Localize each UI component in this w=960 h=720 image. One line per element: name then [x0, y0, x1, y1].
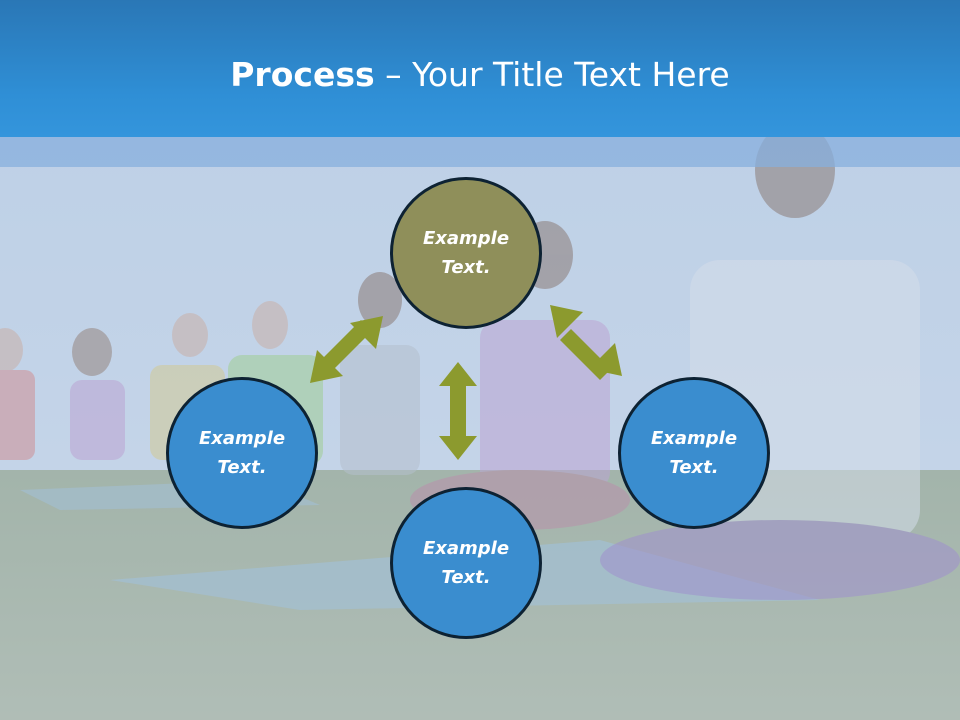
title-bold: Process — [230, 55, 375, 94]
arrow-top-right — [550, 305, 622, 380]
node-top-line2: Text. — [441, 257, 491, 278]
arrow-top-left-head-a — [350, 316, 383, 349]
arrow-vertical — [439, 362, 477, 460]
title-rest: Your Title Text Here — [412, 55, 730, 94]
node-top-text: Example Text. — [423, 224, 509, 282]
header-bar — [0, 0, 960, 137]
node-bottom-line2: Text. — [441, 567, 491, 588]
arrow-top-right-head-a — [550, 305, 583, 338]
node-right-text: Example Text. — [651, 424, 737, 482]
arrow-vertical-head-down — [439, 436, 477, 460]
node-top-line1: Example — [422, 228, 510, 249]
arrow-top-right-head-b — [589, 343, 622, 376]
arrow-vertical-head-up — [439, 362, 477, 386]
arrow-top-left-head-b — [310, 350, 343, 383]
node-right-line1: Example — [650, 428, 738, 449]
title-dash: – — [374, 55, 413, 94]
node-left[interactable]: Example Text. — [166, 377, 318, 529]
node-left-line2: Text. — [217, 457, 267, 478]
node-left-text: Example Text. — [199, 424, 285, 482]
node-bottom-text: Example Text. — [423, 534, 509, 592]
node-top[interactable]: Example Text. — [390, 177, 542, 329]
arrow-top-left-shaft — [321, 320, 372, 371]
slide-title[interactable]: Process – Your Title Text Here — [0, 50, 960, 100]
node-left-line1: Example — [198, 428, 286, 449]
node-right[interactable]: Example Text. — [618, 377, 770, 529]
arrow-top-right-shaft — [560, 329, 611, 380]
arrow-vertical-shaft — [450, 383, 466, 439]
node-bottom[interactable]: Example Text. — [390, 487, 542, 639]
node-bottom-line1: Example — [422, 538, 510, 559]
header-band — [0, 137, 960, 167]
arrow-top-left — [310, 316, 383, 383]
node-right-line2: Text. — [669, 457, 719, 478]
